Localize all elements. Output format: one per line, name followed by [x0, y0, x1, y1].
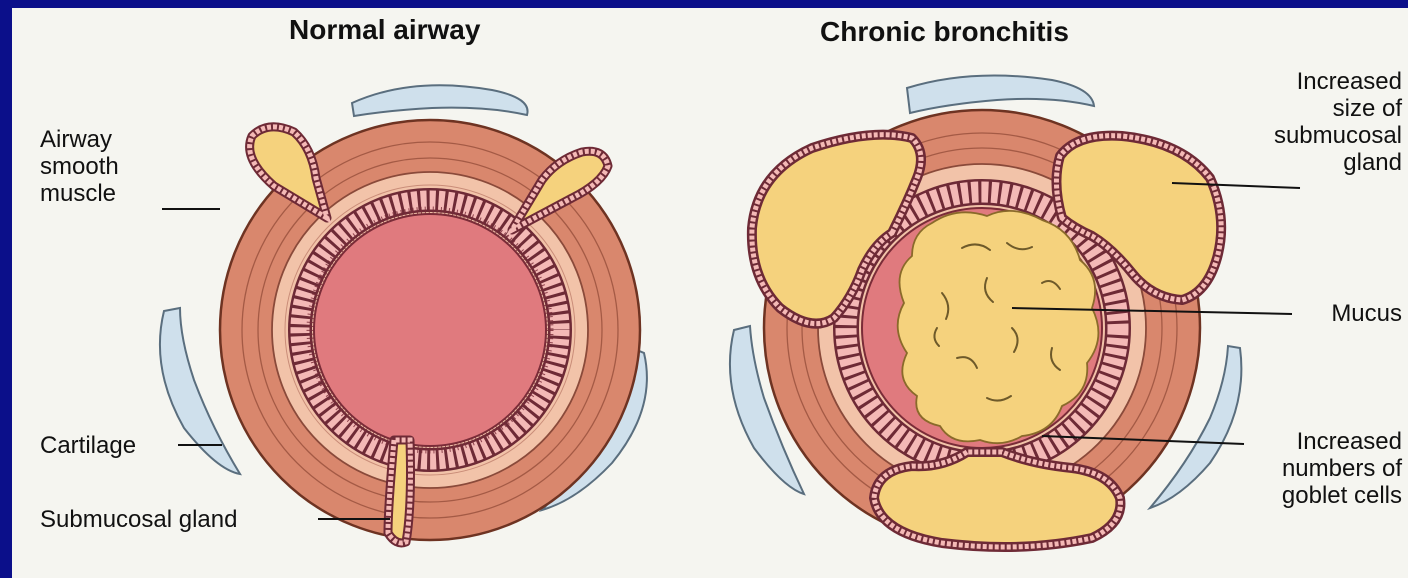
bronchitis-airway	[730, 76, 1300, 548]
bronchitis-cartilage-top	[907, 76, 1094, 114]
chronic-bronchitis-title: Chronic bronchitis	[820, 16, 1069, 48]
label-cartilage: Cartilage	[40, 432, 136, 459]
normal-airway	[160, 85, 647, 543]
label-airway-smooth-muscle: Airway smooth muscle	[40, 126, 119, 207]
normal-cartilage-top	[352, 85, 528, 116]
label-mucus: Mucus	[1331, 300, 1402, 327]
airway-illustration	[12, 8, 1408, 578]
label-increased-goblet-cells: Increased numbers of goblet cells	[1282, 428, 1402, 509]
normal-lumen	[314, 214, 546, 446]
label-submucosal-gland: Submucosal gland	[40, 506, 237, 533]
normal-airway-title: Normal airway	[289, 14, 480, 46]
bronchitis-gland-bottom	[874, 452, 1120, 547]
normal-gland-bottom	[388, 440, 411, 543]
label-increased-size-of-submucosal-gland: Increased size of submucosal gland	[1274, 68, 1402, 176]
diagram-panel: Normal airway Chronic bronchitis Airway …	[12, 8, 1408, 578]
